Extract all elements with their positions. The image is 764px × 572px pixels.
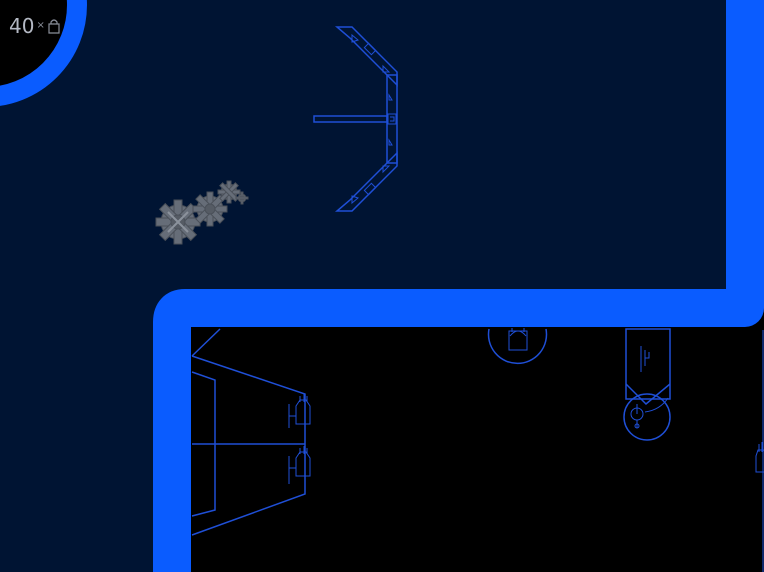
gate-icon — [351, 33, 397, 205]
counter-value: 40 — [9, 14, 35, 38]
gear-icon — [155, 199, 201, 245]
arch-gate[interactable] — [313, 26, 398, 212]
counter-symbol: × — [36, 20, 45, 31]
room-floor — [0, 0, 745, 572]
pod-icon — [508, 328, 528, 351]
round-pod-top[interactable] — [487, 328, 548, 365]
dish-icon — [630, 346, 669, 429]
gear-icon — [217, 180, 241, 204]
gear-icon — [192, 191, 228, 227]
gear-icon — [235, 191, 249, 205]
dock-station[interactable] — [191, 328, 311, 536]
bag-icon — [48, 19, 60, 34]
dock-icon — [288, 394, 311, 484]
gear-cluster[interactable] — [155, 180, 249, 245]
edge-dock-icon — [755, 442, 764, 473]
lower-wall — [153, 289, 745, 572]
hud-counter: 40 × — [9, 14, 61, 38]
pod-with-dish[interactable] — [623, 328, 671, 441]
gate-beam — [313, 115, 388, 123]
circular-void-wall — [0, 0, 87, 106]
